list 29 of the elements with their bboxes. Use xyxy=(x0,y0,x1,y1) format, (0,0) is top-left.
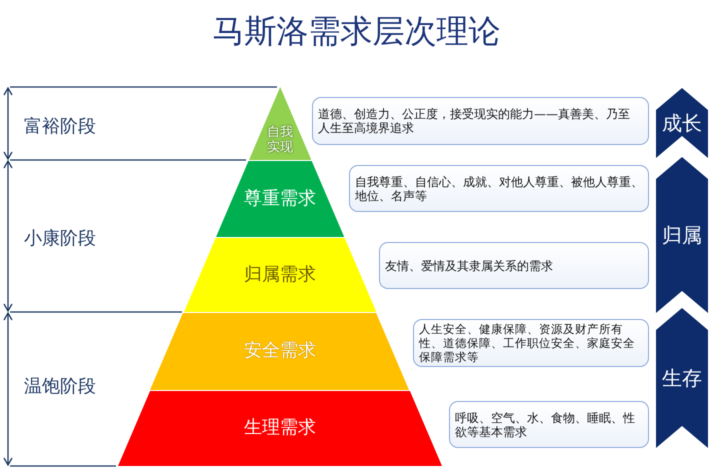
description-callout xyxy=(349,165,649,212)
description-text: 友情、爱情及其隶属关系的需求 xyxy=(385,258,553,272)
tier-label: 尊重需求 xyxy=(244,188,316,210)
title: 马斯洛需求层次理论 xyxy=(212,12,500,50)
pyramid-tier xyxy=(216,161,344,237)
chevron-label: 成长 xyxy=(662,111,702,135)
pyramid-tier xyxy=(248,87,312,160)
stage-label: 小康阶段 xyxy=(24,228,96,250)
description-callout xyxy=(413,319,649,367)
chevron-label: 生存 xyxy=(662,366,702,390)
description-callout xyxy=(312,97,649,145)
pyramid-tier xyxy=(118,391,442,466)
chevron-label: 归属 xyxy=(662,223,702,247)
description-text: 自我尊重、自信心、成就、对他人尊重、被他人尊重、地位、名声等 xyxy=(355,174,644,202)
chevron-banner xyxy=(656,308,708,448)
description-callout xyxy=(379,242,649,289)
stage-label: 温饱阶段 xyxy=(24,376,96,398)
description-text: 道德、创造力、公正度，接受现实的能力——真善美、乃至人生至高境界追求 xyxy=(318,107,631,135)
chevron-banner xyxy=(656,88,708,158)
tier-label: 安全需求 xyxy=(244,340,316,362)
tier-label: 自我实现 xyxy=(266,125,294,155)
description-text: 人生安全、健康保障、资源及财产所有性、道德保障、工作职位安全、家庭安全保障需求等 xyxy=(419,322,636,364)
tier-label: 归属需求 xyxy=(244,264,316,286)
stage-label: 富裕阶段 xyxy=(24,116,96,138)
pyramid-tier xyxy=(150,313,410,390)
pyramid-tier xyxy=(184,238,376,312)
tier-label: 生理需求 xyxy=(244,417,316,439)
description-text: 呼吸、空气、水、食物、睡眠、性欲等基本需求 xyxy=(455,410,636,438)
description-callout xyxy=(449,401,649,448)
